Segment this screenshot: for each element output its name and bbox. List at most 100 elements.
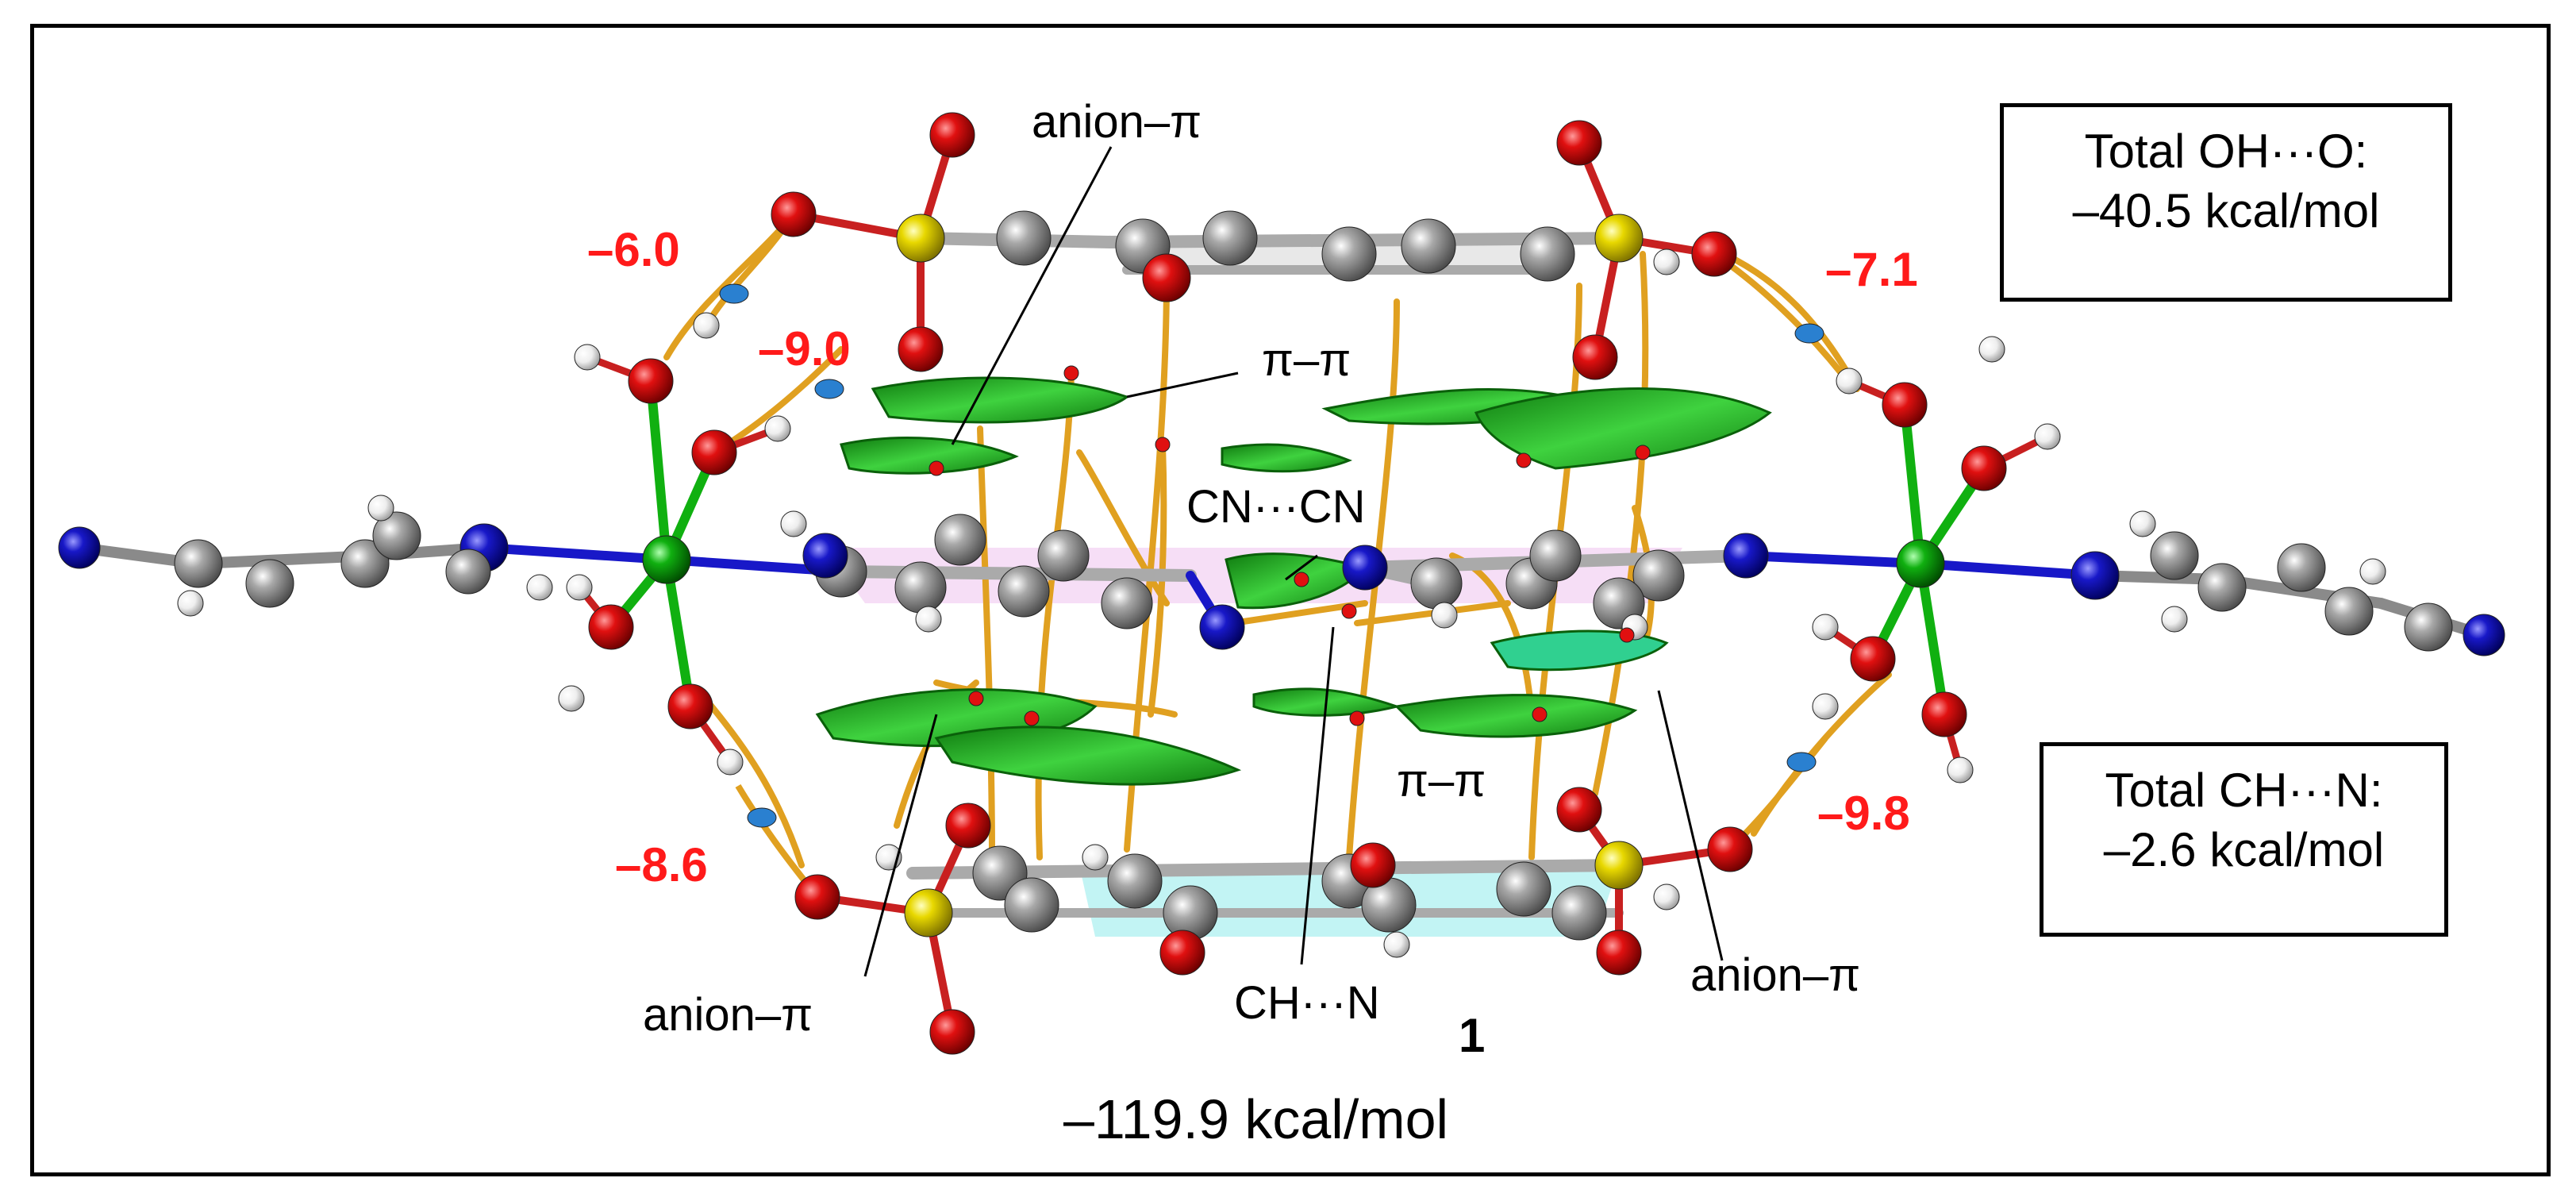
hbond-disk <box>814 379 844 399</box>
nci-anion-pi-top-left <box>871 376 1130 424</box>
label-pi-pi-top: π–π <box>1262 334 1351 386</box>
label-cn-cn: CN···CN <box>1186 481 1366 533</box>
energy-bottom-right: –9.8 <box>1817 787 1910 840</box>
atom-o <box>1707 826 1753 872</box>
total-ch-n-value: –2.6 kcal/mol <box>2103 823 2385 876</box>
bcp <box>968 691 984 706</box>
hbond-disk <box>1794 323 1824 344</box>
atom-c <box>1410 557 1463 610</box>
atom-o <box>1882 382 1928 428</box>
atom-c <box>1632 549 1685 602</box>
atom-h <box>1836 368 1863 395</box>
atom-c <box>2197 563 2247 612</box>
bcp <box>1341 603 1357 619</box>
atom-c <box>1107 853 1163 909</box>
atoms <box>58 112 2505 1055</box>
compound-total-energy: –119.9 kcal/mol <box>1063 1088 1449 1150</box>
atom-c <box>1551 885 1607 941</box>
leader-pi-pi-top <box>1126 371 1239 398</box>
atom-c <box>2277 543 2326 592</box>
atom-h <box>1947 756 1974 783</box>
atom-c <box>2150 531 2199 580</box>
atom-h <box>1978 336 2005 363</box>
atom-o <box>929 1009 975 1055</box>
atom-h <box>2359 558 2386 585</box>
atom-o <box>628 358 674 404</box>
atom-c <box>2404 602 2453 652</box>
atom-n <box>802 533 848 579</box>
atom-c <box>1101 577 1153 629</box>
atom-h <box>367 495 394 522</box>
compound-number: 1 <box>1459 1009 1486 1062</box>
atom-o <box>1159 930 1205 976</box>
bcp <box>1349 710 1365 726</box>
atom-o <box>667 683 713 729</box>
bcp <box>1532 706 1548 722</box>
leader-cn-cn <box>1285 554 1318 581</box>
atom-h <box>1812 693 1839 720</box>
atom-h <box>1431 602 1458 629</box>
atom-h <box>558 685 585 712</box>
atom-o <box>691 429 737 475</box>
bcp <box>1294 572 1309 587</box>
atom-c <box>245 559 294 608</box>
atom-c <box>445 549 491 595</box>
atom-s <box>896 214 945 263</box>
atom-h <box>2129 510 2156 537</box>
atom-h <box>780 510 807 537</box>
atom-s <box>904 888 953 937</box>
atom-c <box>174 539 223 588</box>
atom-c <box>2324 587 2374 636</box>
atom-c <box>1529 529 1582 582</box>
total-oh-o-title: Total OH···O: <box>2084 125 2368 178</box>
nci-center-small <box>1221 443 1353 473</box>
figure-frame <box>30 24 2551 1176</box>
bcp <box>1024 710 1040 726</box>
atom-h <box>693 312 720 339</box>
atom-c <box>1401 218 1456 274</box>
atom-o <box>588 604 634 650</box>
energy-top-right: –7.1 <box>1825 243 1918 296</box>
atom-o <box>1142 253 1191 302</box>
energy-bottom-left: –8.6 <box>615 838 708 891</box>
bond-paths <box>663 211 1892 868</box>
total-oh-o-value: –40.5 kcal/mol <box>2072 184 2380 237</box>
atom-c <box>1321 226 1377 282</box>
atom-n <box>1342 545 1388 591</box>
atom-h <box>526 574 553 601</box>
atom-h <box>574 344 601 371</box>
atom-c <box>894 561 947 614</box>
atom-c <box>998 565 1050 618</box>
label-anion-pi-top: anion–π <box>1032 96 1202 148</box>
atom-h <box>915 606 942 633</box>
atom-o <box>945 803 991 849</box>
leader-lines <box>863 146 1724 977</box>
atom-h <box>2161 606 2188 633</box>
atom-c <box>1520 226 1575 282</box>
atom-c <box>340 539 390 588</box>
leader-anion-pi-top <box>951 146 1113 445</box>
atom-c <box>1004 877 1059 933</box>
nci-surfaces <box>815 376 1772 786</box>
atom-o <box>1556 787 1602 833</box>
nci-anion-pi-top-right <box>1474 387 1772 470</box>
atom-c <box>1496 861 1551 917</box>
leader-anion-pi-bottom-left <box>863 714 938 977</box>
atom-h <box>1082 844 1109 871</box>
atom-c <box>1037 529 1090 582</box>
bcp <box>1635 445 1651 460</box>
nci-pi-pi-top-left <box>840 437 1019 475</box>
atom-h <box>566 574 593 601</box>
atom-o <box>1556 120 1602 166</box>
energy-top-left-inner: –9.0 <box>758 322 851 375</box>
atom-h <box>1383 931 1410 958</box>
atom-o <box>898 326 944 372</box>
leader-anion-pi-bottom-right <box>1657 690 1724 961</box>
bcp <box>1063 365 1079 381</box>
total-ch-n-box: Total CH···N: –2.6 kcal/mol <box>2040 742 2448 937</box>
atom-o <box>771 191 817 237</box>
atom-h <box>1812 614 1839 641</box>
atom-h <box>2034 423 2061 450</box>
atom-o <box>1350 842 1396 888</box>
